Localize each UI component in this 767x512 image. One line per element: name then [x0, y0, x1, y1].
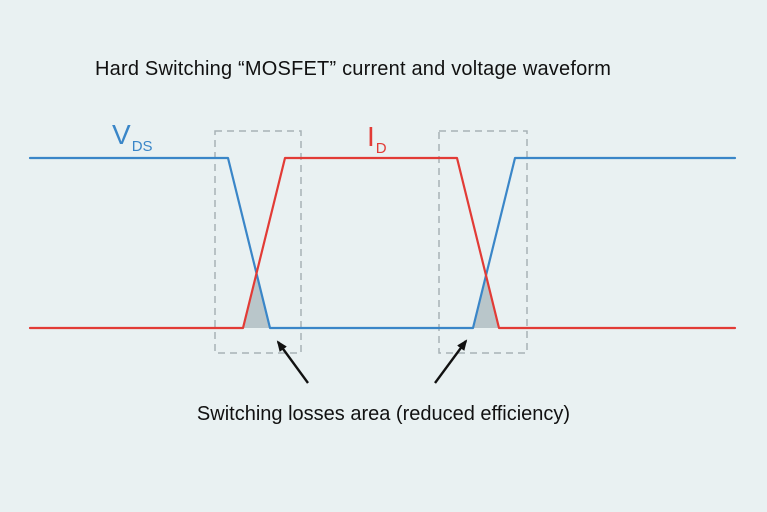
id-label-symbol: I — [367, 121, 375, 152]
id-waveform-label: ID — [367, 121, 387, 157]
loss-annotation-arrow — [276, 340, 309, 384]
loss-annotation-arrow — [434, 339, 468, 384]
id-label-subscript: D — [375, 140, 387, 157]
vds-label-subscript: DS — [131, 138, 153, 155]
vds-waveform-line — [28, 156, 737, 330]
switching-loss-triangle — [243, 273, 270, 328]
switching-loss-triangle — [473, 275, 499, 328]
loss-area-caption: Switching losses area (reduced efficienc… — [196, 403, 571, 425]
diagram-title: Hard Switching “MOSFET” current and volt… — [95, 58, 612, 80]
id-waveform-line — [28, 156, 737, 330]
vds-waveform-label: VDS — [112, 119, 153, 155]
dashed-switching-region-box — [438, 130, 528, 354]
dashed-switching-region-box — [214, 130, 302, 354]
vds-label-symbol: V — [112, 119, 131, 150]
